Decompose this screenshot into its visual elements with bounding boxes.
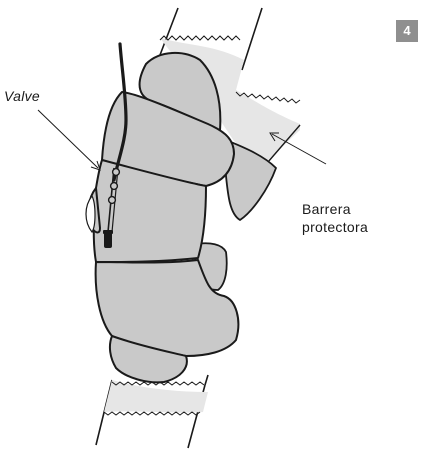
valve-connector-2 bbox=[111, 183, 118, 190]
valve-cap bbox=[104, 232, 112, 248]
thigh-right-line bbox=[242, 8, 262, 70]
step-number-badge: 4 bbox=[396, 20, 418, 42]
valve-connector-1 bbox=[113, 169, 120, 176]
front-pad bbox=[89, 53, 239, 382]
shin-right-connector bbox=[205, 375, 208, 385]
valve-label: Valve bbox=[4, 88, 40, 104]
protective-barrier-label-line2: protectora bbox=[302, 218, 368, 236]
barrier-upper-zigzag-edge bbox=[160, 36, 240, 40]
protective-barrier-label: Barrera protectora bbox=[302, 200, 368, 236]
valve-connector-3 bbox=[109, 197, 116, 204]
patella-opening bbox=[86, 196, 95, 232]
valve-arrow-line bbox=[38, 110, 98, 168]
valve-cap-ring bbox=[103, 230, 113, 234]
protective-barrier-label-line1: Barrera bbox=[302, 200, 368, 218]
